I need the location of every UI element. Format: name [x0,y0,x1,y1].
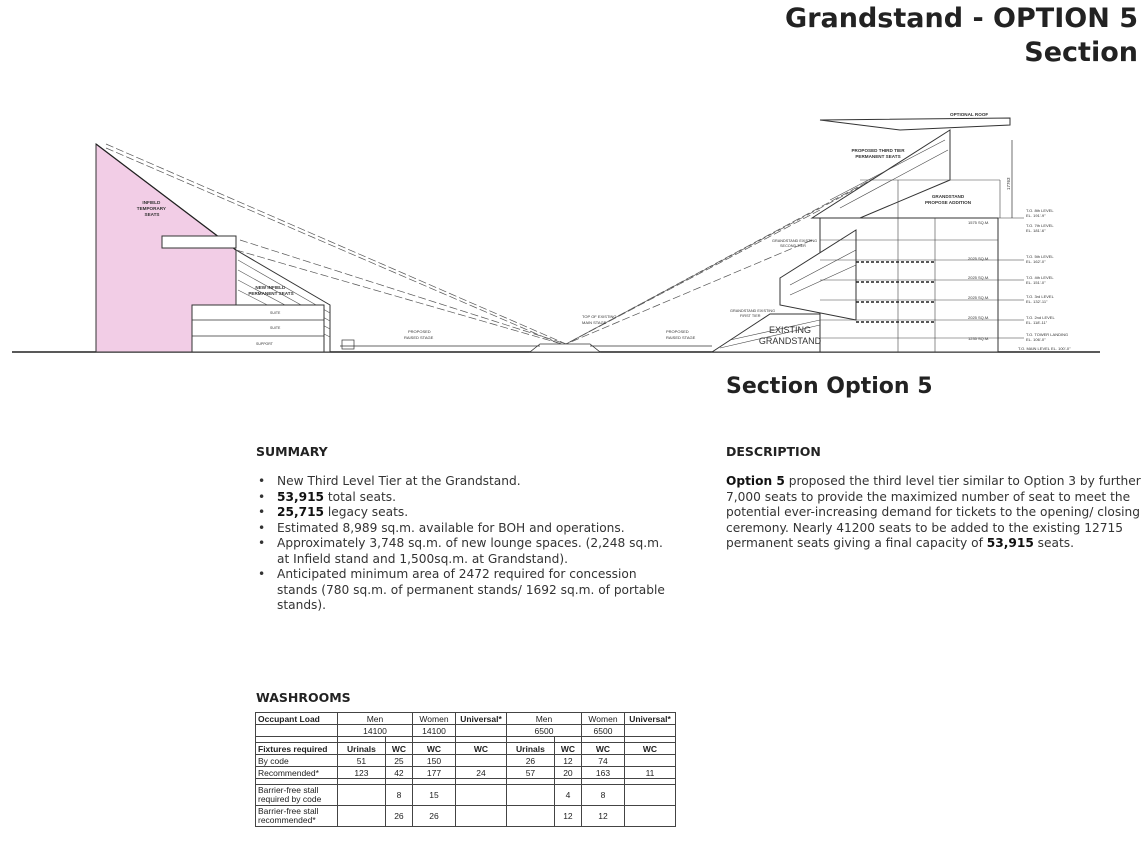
floor-area-5: 2025 SQ.M. [968,315,989,320]
table-row: Barrier-free stall recommended* 26 26 12… [255,805,676,827]
infield-label-1: INFIELD [142,200,161,205]
main-stage [528,343,602,353]
title-line-1: Grandstand - OPTION 5 [785,3,1138,34]
floor-area-3: 2025 SQ.M. [968,275,989,280]
washrooms-table: Occupant Load Men Women Universal* Men W… [255,712,676,827]
infield-label-2: TEMPORARY [137,206,166,211]
svg-text:T.O. MAIN LEVEL EL. 100'-0": T.O. MAIN LEVEL EL. 100'-0" [1018,346,1071,351]
table-row: Occupant Load Men Women Universal* Men W… [255,712,676,725]
section-drawing: INFIELD TEMPORARY SEATS SUITE SUITE SUPPOR… [12,112,1100,353]
floor-area-6: 1235 SQ.M. [968,336,989,341]
floor-area-1: 1575 SQ.M. [968,220,989,225]
list-item: Approximately 3,748 sq.m. of new lounge … [256,536,676,567]
svg-text:SUPPORT: SUPPORT [256,342,274,346]
floor-area-4: 2025 SQ.M. [968,295,989,300]
optional-roof-label: OPTIONAL ROOF [950,112,988,117]
list-item: 53,915 total seats. [256,490,676,506]
page-title: Grandstand - OPTION 5 Section [785,2,1138,70]
summary-heading: SUMMARY [256,444,328,459]
infield-building [191,304,325,353]
svg-text:SUITE: SUITE [270,311,281,315]
table-row: 14100 14100 6500 6500 [255,724,676,737]
list-item: Anticipated minimum area of 2472 require… [256,567,676,614]
infield-temporary-label: INFIELD TEMPORARY SEATS [137,200,167,217]
description-text: Option 5 proposed the third level tier s… [726,474,1141,550]
table-row: Recommended* 123 42 177 24 57 20 163 11 [255,766,676,779]
dimension-label: 17763 [1006,177,1011,190]
table-row: By code 51 25 150 26 12 74 [255,754,676,767]
table-row: Barrier-free stall required by code 8 15… [255,784,676,806]
infield-label-3: SEATS [145,212,160,217]
infield-overhang [161,235,237,249]
description-heading: DESCRIPTION [726,444,821,459]
list-item: New Third Level Tier at the Grandstand. [256,474,676,490]
list-item: 25,715 legacy seats. [256,505,676,521]
optional-roof [819,117,1011,131]
summary-list: New Third Level Tier at the Grandstand. … [256,474,676,614]
floor-area-2: 2025 SQ.M. [968,256,989,261]
section-heading: Section Option 5 [726,374,933,399]
washrooms-heading: WASHROOMS [256,690,351,705]
svg-text:SUITE: SUITE [270,326,281,330]
list-item: Estimated 8,989 sq.m. available for BOH … [256,521,676,537]
title-line-2: Section [1024,37,1138,68]
table-row: Fixtures required Urinals WC WC WC Urina… [255,742,676,755]
new-infield-label: NEW INFIELD PERMANENT SEATS [248,285,293,296]
